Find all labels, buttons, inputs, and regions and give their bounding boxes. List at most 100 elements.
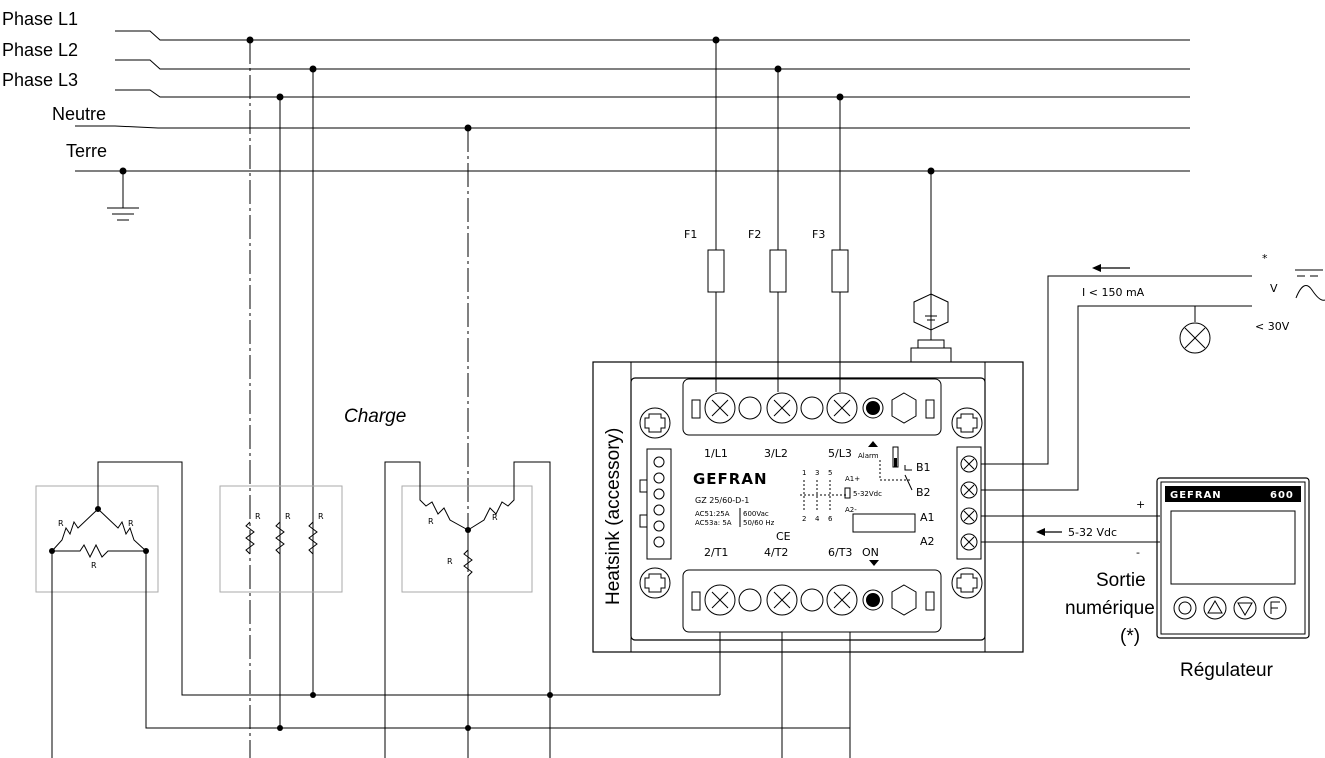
svg-text:6: 6	[828, 515, 833, 523]
earth-bolt-icon	[910, 293, 952, 363]
svg-text:2: 2	[802, 515, 806, 523]
terminal-screw-icon	[826, 584, 858, 616]
output-wires	[719, 632, 851, 758]
alarm-star: *	[1262, 252, 1268, 265]
control-voltage: 5-32 Vdc	[1068, 526, 1117, 539]
svg-text:1: 1	[802, 469, 806, 477]
resistor-label: R	[58, 519, 64, 528]
load-delta: R R R	[35, 461, 850, 758]
terminal-5l3: 5/L3	[828, 447, 852, 460]
terminal-4t2: 4/T2	[764, 546, 788, 559]
terminal-6t3: 6/T3	[828, 546, 852, 559]
resistor-label: R	[255, 512, 261, 521]
fuse-f2-label: F2	[748, 228, 761, 241]
bus-phase-l2	[115, 59, 1190, 70]
load-title: Charge	[344, 406, 406, 427]
label-phase-l2: Phase L2	[2, 40, 78, 60]
terminal-b1: B1	[916, 461, 931, 474]
control-plus: +	[1136, 498, 1145, 511]
function-button-icon	[1263, 596, 1287, 620]
device-frequency: 50/60 Hz	[743, 519, 775, 527]
alarm-current-label: I < 150 mA	[1082, 286, 1145, 299]
ce-mark: CE	[776, 530, 791, 543]
ground-icon	[107, 171, 139, 221]
alarm-label: Alarm	[858, 452, 879, 460]
terminal-screw-icon	[704, 584, 736, 616]
bus-lines: Phase L1 Phase L2 Phase L3 Neutre Terre	[2, 9, 1190, 221]
lamp-icon	[1179, 322, 1211, 354]
fuse-f2	[769, 249, 787, 293]
terminal-screw-icon	[766, 392, 798, 424]
regulator-button-icon	[1173, 596, 1197, 620]
alarm-circuit: I < 150 mA * V < 30V	[981, 252, 1325, 491]
svg-text:3: 3	[815, 469, 819, 477]
resistor-label: R	[428, 517, 434, 526]
svg-text:4: 4	[815, 515, 820, 523]
resistor-label: R	[447, 557, 453, 566]
terminal-a2: A2	[920, 535, 935, 548]
up-button-icon	[1203, 596, 1227, 620]
svg-text:A1+: A1+	[845, 475, 860, 483]
resistor-label: R	[91, 561, 97, 570]
output-terminal-strip	[682, 569, 942, 633]
input-terminal-strip	[682, 378, 942, 436]
heatsink-label: Heatsink (accessory)	[603, 428, 624, 605]
device-ac53: AC53a: 5A	[695, 519, 732, 527]
output-label-2: numérique	[1065, 598, 1155, 619]
resistor-label: R	[128, 519, 134, 528]
regulator-label: Régulateur	[1180, 660, 1274, 681]
bus-neutral	[75, 125, 1190, 129]
svg-text:5: 5	[828, 469, 832, 477]
device-model: GZ 25/60-D-1	[695, 496, 749, 505]
fuse-f3-label: F3	[812, 228, 825, 241]
terminal-3l2: 3/L2	[764, 447, 788, 460]
fuse-f1	[707, 249, 725, 293]
output-label-1: Sortie	[1096, 570, 1146, 591]
resistor-label: R	[318, 512, 324, 521]
terminal-1l1: 1/L1	[704, 447, 728, 460]
terminal-2t1: 2/T1	[704, 546, 728, 559]
screw-icon	[639, 407, 671, 439]
regulator: GEFRAN 600 Régulateur	[1156, 477, 1310, 681]
resistor-label: R	[492, 513, 498, 522]
bus-phase-l3	[115, 89, 1190, 98]
label-phase-l1: Phase L1	[2, 9, 78, 29]
regulator-brand: GEFRAN	[1170, 490, 1222, 501]
load-feeders	[249, 40, 469, 758]
regulator-model: 600	[1270, 490, 1294, 501]
terminal-a1: A1	[920, 511, 935, 524]
control-window	[852, 513, 916, 533]
screw-icon	[639, 567, 671, 599]
device-body: 1/L1 3/L2 5/L3 2/T1 4/T2 6/T3 GEFRAN GZ …	[630, 377, 986, 641]
triangle-up-icon	[868, 441, 878, 447]
load-triple: R R R	[219, 485, 343, 731]
side-connector	[646, 448, 672, 560]
device-brand: GEFRAN	[693, 470, 768, 488]
regulator-header	[1165, 486, 1301, 502]
control-minus: -	[1136, 546, 1140, 559]
screw-icon	[951, 407, 983, 439]
fuse-f3	[831, 249, 849, 293]
down-button-icon	[1233, 596, 1257, 620]
terminal-b2: B2	[916, 486, 931, 499]
terminal-screw-icon	[766, 584, 798, 616]
triangle-down-icon	[869, 560, 879, 566]
ac-dc-icon	[1295, 269, 1325, 301]
control-signal: + - 5-32 Vdc Sortie numérique (*)	[981, 498, 1160, 647]
device-voltage: 600Vac	[743, 510, 769, 518]
label-earth: Terre	[66, 141, 107, 161]
terminal-screw-icon	[704, 392, 736, 424]
resistor-label: R	[285, 512, 291, 521]
alarm-v-label: V	[1270, 282, 1278, 295]
label-neutral: Neutre	[52, 104, 106, 124]
svg-text:5-32Vdc: 5-32Vdc	[853, 490, 882, 498]
device-ac51: AC51:25A	[695, 510, 730, 518]
regulator-display	[1170, 510, 1296, 585]
label-phase-l3: Phase L3	[2, 70, 78, 90]
fuse-f1-label: F1	[684, 228, 697, 241]
terminal-screw-icon	[826, 392, 858, 424]
on-label: ON	[862, 546, 879, 559]
svg-text:A2-: A2-	[845, 506, 857, 514]
alarm-vmax-label: < 30V	[1255, 320, 1290, 333]
